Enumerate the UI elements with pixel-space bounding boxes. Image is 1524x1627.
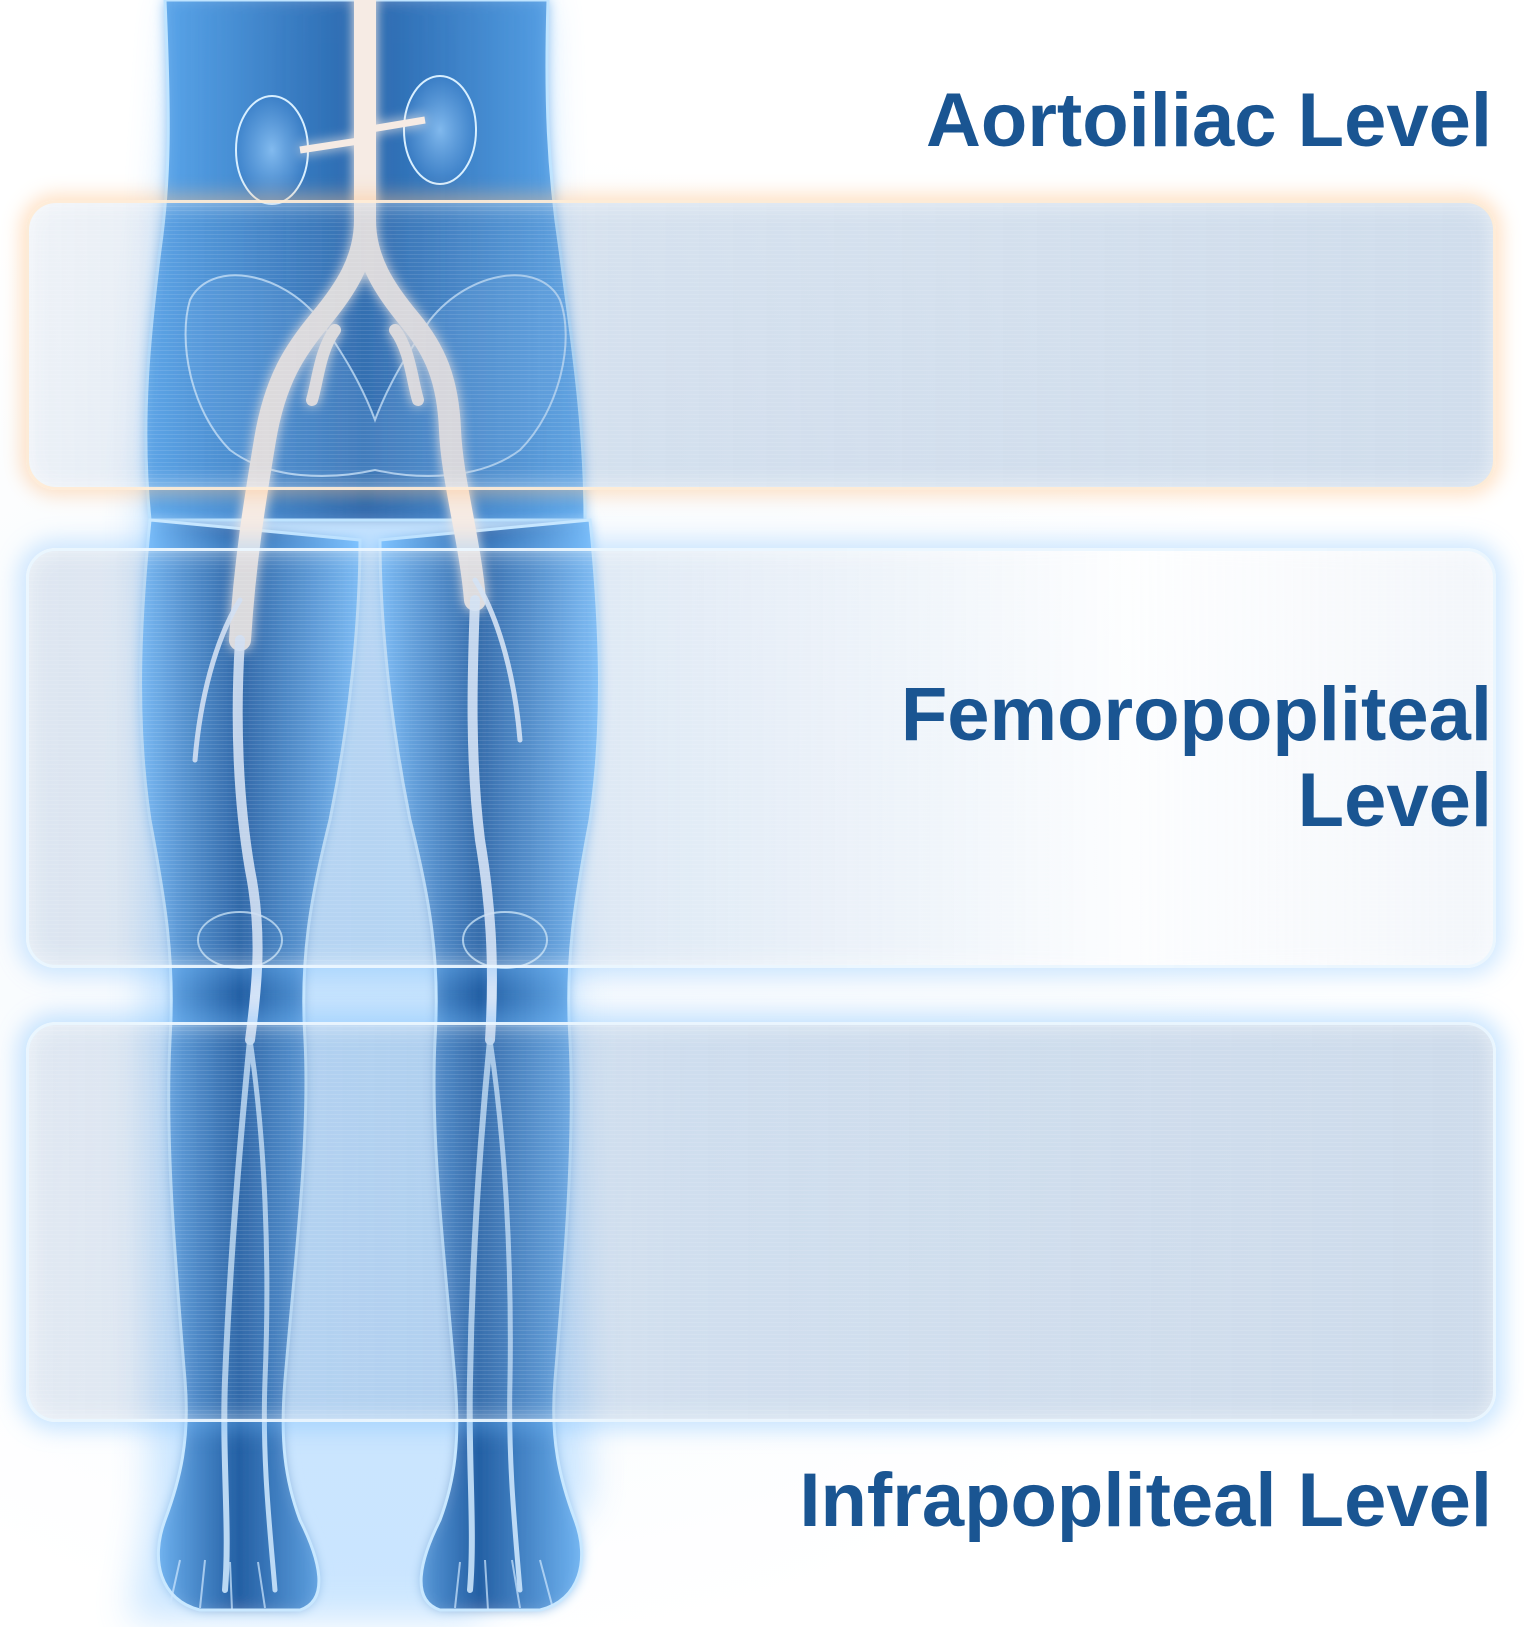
infrapopliteal-level-band [26,1022,1496,1422]
femoropopliteal-level-label: Femoropopliteal Level [792,672,1492,844]
aortoiliac-scanlines [29,203,1493,487]
right-kidney [404,76,476,184]
aortoiliac-level-band [26,200,1496,490]
left-kidney [236,96,308,204]
infrapopliteal-level-label: Infrapopliteal Level [799,1458,1492,1544]
aortoiliac-level-label: Aortoiliac Level [926,78,1492,164]
infrapopliteal-scanlines [29,1025,1493,1419]
